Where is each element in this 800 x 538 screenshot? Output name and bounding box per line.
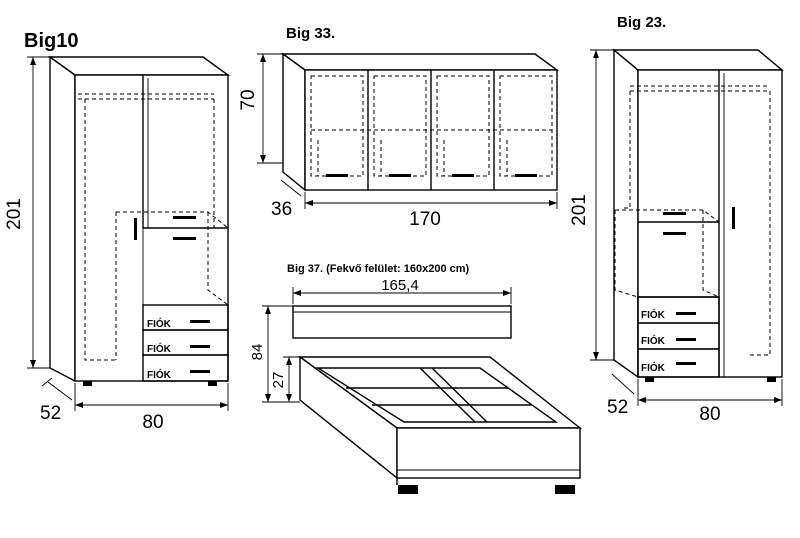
wardrobe-big23-title: Big 23. bbox=[617, 14, 666, 31]
cabinet-big33-top bbox=[280, 53, 560, 71]
wardrobe-big10-drawer-label-1: FIÓK bbox=[147, 317, 172, 330]
wardrobe-big23-front bbox=[637, 69, 783, 378]
wardrobe-big23-depth-label: 52 bbox=[607, 397, 628, 418]
wardrobe-big10-top bbox=[47, 56, 231, 76]
wardrobe-big10-side bbox=[49, 55, 76, 383]
wardrobe-big23-top bbox=[612, 49, 784, 71]
wardrobe-big10-foot-right bbox=[208, 381, 217, 386]
wardrobe-big10-drawer-3 bbox=[142, 354, 229, 382]
wardrobe-big23-side bbox=[613, 48, 639, 379]
wardrobe-big10: Big10 FIÓK FIÓK F bbox=[4, 30, 231, 433]
wardrobe-big23-drawer-label-1: FIÓK bbox=[641, 308, 666, 321]
bed-big37-foot-right bbox=[555, 485, 575, 494]
bed-big37-width-label: 165,4 bbox=[381, 277, 419, 294]
wardrobe-big10-handle-1 bbox=[173, 216, 196, 219]
bed-big37-title: Big 37. (Fekvő felület: 160x200 cm) bbox=[287, 263, 470, 275]
bed-big37: Big 37. (Fekvő felület: 160x200 cm) 165,… bbox=[249, 263, 583, 494]
wardrobe-big23: Big 23. FIÓK FIÓK FIÓK bbox=[569, 14, 784, 425]
cabinet-big33-width-label: 170 bbox=[409, 209, 441, 230]
wardrobe-big10-drawer-label-3: FIÓK bbox=[147, 368, 172, 381]
bed-big37-footboard bbox=[396, 427, 581, 479]
wardrobe-big10-width-label: 80 bbox=[142, 412, 163, 433]
wardrobe-big23-height-label: 201 bbox=[569, 194, 590, 226]
cabinet-big33-height-label: 70 bbox=[238, 89, 259, 110]
wardrobe-big10-depth-label: 52 bbox=[40, 403, 61, 424]
wardrobe-big10-foot-left bbox=[83, 381, 92, 386]
cabinet-big33-depth-dim bbox=[280, 179, 302, 197]
bed-big37-headboard bbox=[292, 305, 512, 339]
cabinet-big33-title: Big 33. bbox=[286, 25, 335, 42]
wardrobe-big23-drawer-3 bbox=[637, 348, 720, 378]
wardrobe-big10-depth-dim bbox=[47, 381, 73, 401]
cabinet-big33-depth-label: 36 bbox=[271, 199, 292, 220]
wardrobe-big10-title: Big10 bbox=[24, 30, 78, 52]
wardrobe-big10-drawer-label-2: FIÓK bbox=[147, 342, 172, 355]
wardrobe-big23-drawer-label-3: FIÓK bbox=[641, 361, 666, 374]
wardrobe-big10-handle-2 bbox=[173, 237, 196, 240]
wardrobe-big23-drawer-label-2: FIÓK bbox=[641, 334, 666, 347]
bed-big37-frame-height-label: 27 bbox=[270, 372, 287, 389]
wardrobe-big10-height-label: 201 bbox=[4, 198, 25, 230]
wardrobe-big23-depth-dim bbox=[611, 373, 635, 395]
bed-big37-foot-left bbox=[398, 485, 418, 494]
wardrobe-big23-width-label: 80 bbox=[699, 404, 720, 425]
cabinet-big33: Big 33. 70 170 bbox=[238, 25, 560, 230]
wardrobe-big10-handle-3 bbox=[134, 218, 137, 240]
bed-big37-headboard-height-label: 84 bbox=[249, 344, 266, 361]
cabinet-big33-side bbox=[282, 52, 306, 192]
